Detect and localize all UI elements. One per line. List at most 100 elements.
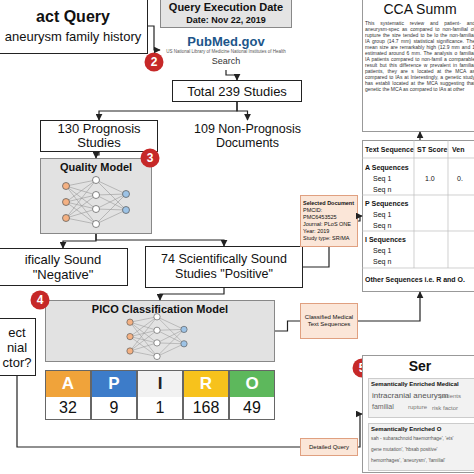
- node-text: PubMed.gov: [187, 34, 264, 49]
- node-text: 74 Scientifically Sound Studies "Positiv…: [148, 252, 300, 282]
- flow-connector: [358, 414, 362, 447]
- node-text: Text Sequence: [365, 145, 414, 154]
- step-number: 2: [144, 52, 164, 72]
- node-text: Detailed Query: [309, 444, 349, 450]
- node-text: 130 Prognosis Studies: [43, 122, 155, 150]
- node-text: Semantically Enriched Medical: [371, 381, 459, 387]
- flow-connector: [160, 288, 224, 300]
- process-box: 130 Prognosis Studies: [40, 120, 158, 152]
- node-text: 168: [184, 397, 228, 419]
- text-callout: Classified Medical Text Sequences: [300, 303, 358, 339]
- pico-count-cell: A32: [45, 370, 91, 420]
- callout-circle-shape: [141, 149, 160, 168]
- node-text: Total 239 Studies: [187, 84, 287, 99]
- table-grid: [362, 140, 474, 268]
- node-text: Selected Document: [303, 200, 354, 207]
- node-text: Journal: PLoS ONE: [303, 221, 351, 228]
- node-text: 32: [46, 397, 90, 419]
- process-box: 74 Scientifically Sound Studies "Positiv…: [145, 246, 303, 288]
- flow-connector: [63, 234, 96, 248]
- word-cloud-text: risk factor: [432, 405, 458, 412]
- node-text: Query Execution Date: [169, 1, 283, 13]
- model-box: PICO Classification Model: [45, 300, 275, 362]
- word-cloud-text: familial: [372, 403, 394, 411]
- node-text: Search: [212, 56, 241, 66]
- node-text: R: [184, 371, 228, 397]
- pico-count-cell: I1: [137, 370, 183, 420]
- node-text: CCA Summ: [383, 1, 456, 17]
- node-text: Seq 1: [373, 174, 391, 183]
- flow-connector: [358, 216, 362, 221]
- node-text: aneurysm family history: [5, 29, 142, 44]
- word-cloud-text: hemorrhages', 'aneurysm', 'familial': [371, 458, 474, 464]
- result-box: SerSemantically Enriched MedicalSemantic…: [362, 355, 474, 473]
- process-text: 109 Non-Prognosis Documents: [185, 120, 310, 152]
- node-text: Classified Medical Text Sequences: [303, 314, 355, 329]
- score-table: Text SequenceST Score Ven A SequencesSeq 1…: [362, 140, 474, 292]
- node-text: act Query: [36, 8, 110, 26]
- callout-number: 3: [147, 151, 154, 165]
- neural-net-icon: [63, 177, 130, 228]
- flow-connector: [99, 102, 237, 120]
- step-number: 3: [140, 148, 160, 168]
- flow-connector: [237, 102, 248, 120]
- node-text: ST Score: [417, 145, 447, 154]
- flow-connector: [419, 132, 420, 140]
- node-text: Ser: [409, 358, 432, 374]
- query-callout: Detailed Query: [300, 438, 358, 456]
- word-cloud-text: sah - subarachnoid haemorrhage', 'ets': [371, 436, 474, 442]
- summary-box: CCA SummThis systematic review and patie…: [362, 0, 474, 132]
- node-text: P: [92, 371, 136, 397]
- node-text: 49: [230, 397, 274, 419]
- node-text: Seq 1: [373, 246, 391, 255]
- document-callout: Selected DocumentPMCID: PMC6453525Journa…: [300, 195, 358, 247]
- node-text: PMCID: PMC6453525: [303, 207, 355, 221]
- node-text: Study type: SR/MA: [303, 235, 349, 242]
- pico-count-cell: R168: [183, 370, 229, 420]
- question-box: ect nial ctor?: [0, 318, 36, 376]
- node-text: US National Library of Medicine National…: [166, 49, 286, 55]
- node-text: Seq n: [373, 221, 391, 230]
- query-box: act Query aneurysm family history: [0, 0, 148, 54]
- node-text: Year: 2019: [303, 228, 329, 235]
- word-cloud-text: rupture: [408, 404, 427, 411]
- flow-connector: [17, 376, 300, 447]
- flow-connector: [96, 234, 224, 246]
- flow-connector: [275, 321, 300, 331]
- node-text: A: [46, 371, 90, 397]
- callout-number: 4: [37, 293, 44, 307]
- word-cloud-text: gene mutation', 'hbsab positive': [371, 447, 474, 453]
- node-text: P Sequences: [365, 199, 408, 208]
- node-text: Seq 1: [373, 210, 391, 219]
- node-text: This systematic review and patient- and …: [365, 20, 474, 92]
- node-text: 9: [92, 397, 136, 419]
- flow-connector: [148, 26, 160, 50]
- node-text: Ven: [452, 145, 464, 154]
- node-text: 1: [138, 397, 182, 419]
- node-text: 0.: [457, 174, 463, 183]
- pico-count-cell: P9: [91, 370, 137, 420]
- word-cloud-text: intracranial aneurysm: [372, 391, 448, 400]
- node-text: 1.0: [425, 174, 435, 183]
- model-box: Quality Model: [40, 158, 152, 234]
- node-text: Seq n: [373, 257, 391, 266]
- pico-count-cell: O49: [229, 370, 275, 420]
- node-text: Date: Nov 22, 2019: [186, 15, 266, 25]
- step-number: 4: [30, 290, 50, 310]
- date-box: Query Execution DateDate: Nov 22, 2019: [160, 0, 292, 28]
- node-text: ifically Sound "Negative": [1, 252, 125, 282]
- node-text: A Sequences: [365, 163, 409, 172]
- callout-circle-shape: [145, 53, 164, 72]
- node-text: ect nial ctor?: [1, 325, 33, 370]
- flow-connector: [226, 70, 237, 80]
- flow-connector: [358, 292, 420, 321]
- flow-connector: [96, 152, 99, 158]
- node-text: Other Sequences i.e. R and O.: [365, 275, 465, 284]
- neural-net-icon: [127, 314, 187, 360]
- callout-circle-shape: [31, 291, 50, 310]
- flow-connector: [303, 247, 329, 267]
- word-cloud-text: patients: [440, 393, 461, 400]
